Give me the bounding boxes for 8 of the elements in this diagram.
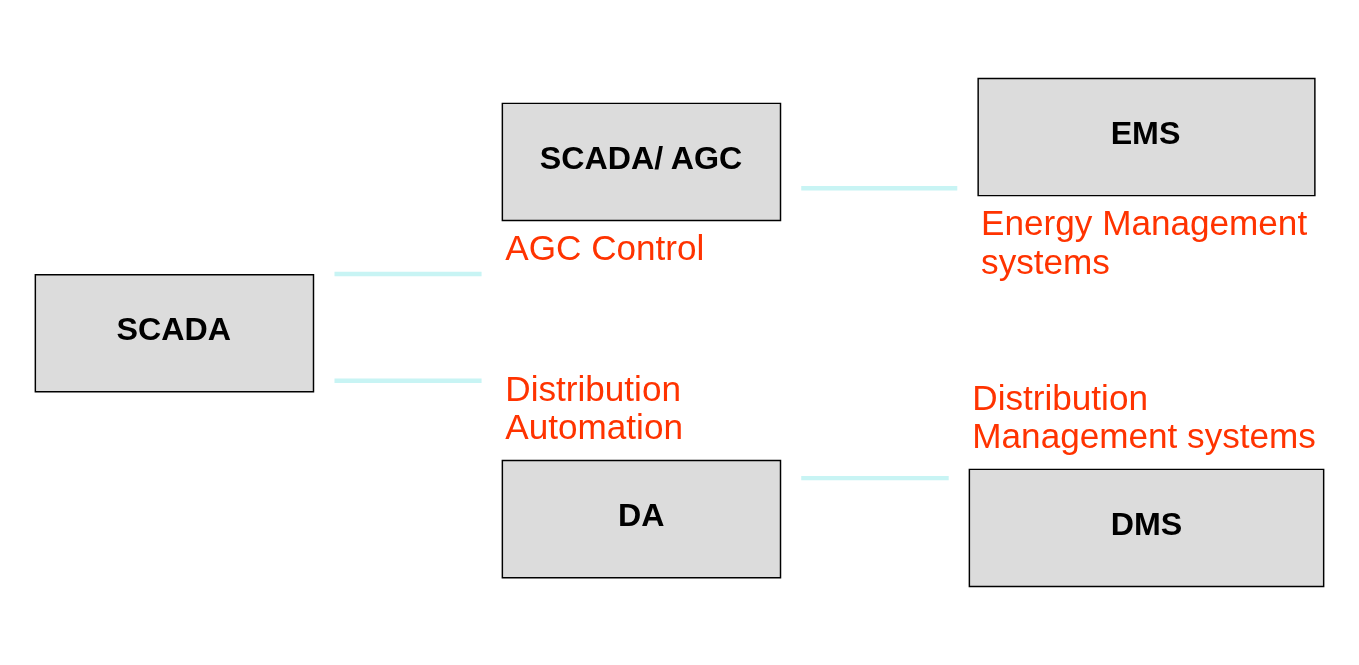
node-label: Energy Management systems	[981, 203, 1308, 281]
connector	[801, 186, 958, 191]
connector	[334, 378, 482, 383]
connector	[334, 271, 482, 277]
node-label: AGC Control	[505, 228, 705, 268]
node-label: Distribution Management systems	[972, 377, 1316, 455]
node-label: Distribution Automation	[505, 368, 683, 446]
connector	[801, 475, 949, 481]
